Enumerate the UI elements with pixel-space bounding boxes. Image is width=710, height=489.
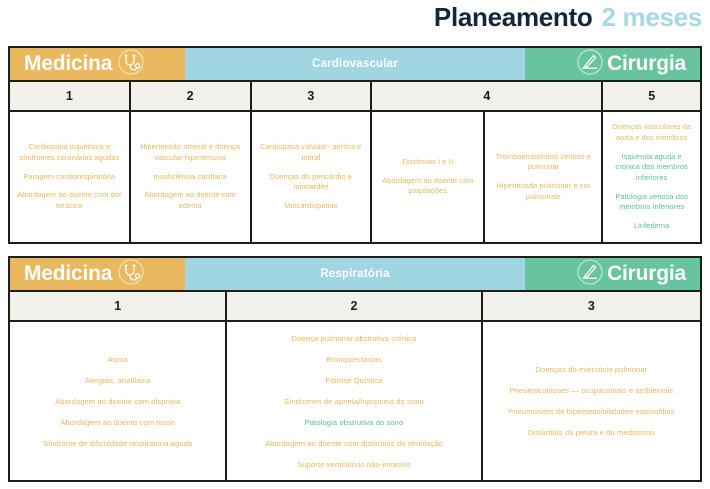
topic-item: Doenças do interstício pulmonar bbox=[535, 365, 648, 374]
banner-medicine-label: Medicina bbox=[24, 52, 113, 75]
banner-surgery-respiratoria: Cirurgia bbox=[525, 258, 700, 290]
topic-item: Patologia obstrutiva do sono bbox=[304, 417, 404, 427]
topic-item: Linfedema bbox=[633, 221, 670, 231]
week-number-cell-2: 2 bbox=[131, 82, 252, 110]
topic-cell: Disritmias I e II Abordagem ao doente com… bbox=[372, 112, 486, 242]
topic-item: Tromboembolismo venoso e pulmonar bbox=[495, 151, 592, 172]
scalpel-icon bbox=[577, 48, 603, 80]
topic-item: Abordagem ao doente com palpitações bbox=[382, 175, 474, 196]
topic-item: Cardiopatia valvular- aórtica e mitral bbox=[260, 142, 362, 162]
week-number-cell-1: 1 bbox=[10, 292, 228, 320]
banner-medicine-cardiovascular: Medicina bbox=[10, 48, 185, 80]
planner-table-cardiovascular: Medicina Cardiovascular bbox=[8, 46, 702, 244]
week-number-cell-3: 3 bbox=[587, 299, 595, 313]
topic-item: Doenças do pericárdio e miocardite bbox=[269, 171, 353, 192]
banner-surgery-label: Cirurgia bbox=[607, 52, 686, 75]
week-number-cell-4: 4 bbox=[372, 82, 604, 110]
topic-item: Abordagem ao doente com dor torácica bbox=[17, 190, 122, 211]
week-number-cell-3: 3 bbox=[252, 82, 373, 110]
banner-cardiovascular: Medicina Cardiovascular bbox=[10, 48, 700, 82]
banner-medicine-label: Medicina bbox=[24, 262, 113, 285]
topic-item: Distúrbios da pleura e do mediastino bbox=[527, 428, 655, 437]
page-title-main: Planeamento bbox=[433, 2, 593, 32]
topic-item: Hipertensão arterial e doença vascular h… bbox=[140, 142, 241, 162]
topic-item: Insuficiência cardíaca bbox=[153, 171, 227, 181]
topic-cell: Cardiopatia isquémica e síndromes coroná… bbox=[10, 112, 131, 242]
topic-row-cardiovascular: Cardiopatia isquémica e síndromes coroná… bbox=[10, 112, 700, 242]
banner-surgery-label: Cirurgia bbox=[607, 262, 686, 285]
topic-item: Alergias, anafilaxia bbox=[84, 375, 151, 385]
topic-item: Pneumoconioses — ocupacionais e ambienta… bbox=[509, 386, 674, 395]
scalpel-icon bbox=[577, 258, 603, 290]
banner-surgery-cardiovascular: Cirurgia bbox=[525, 48, 700, 80]
topic-item: Asma bbox=[107, 354, 128, 364]
topic-item: Fibrose Quística bbox=[325, 375, 383, 385]
stethoscope-icon bbox=[118, 48, 144, 80]
week-number-cell-5: 5 bbox=[648, 89, 656, 103]
banner-respiratoria: Medicina Respiratória bbox=[10, 258, 700, 292]
topic-item: Doenças vasculares da aorta e dos membro… bbox=[612, 122, 692, 142]
topic-cell: Hipertensão arterial e doença vascular h… bbox=[130, 112, 252, 242]
planner-table-respiratoria: Medicina Respiratória bbox=[8, 256, 702, 482]
week-number-cell-1: 1 bbox=[10, 82, 131, 110]
page-title-accent: 2 meses bbox=[601, 2, 702, 32]
topic-item: Pneumonites de hipersensibilidadee eosin… bbox=[508, 407, 675, 416]
topic-item: Disritmias I e II bbox=[402, 156, 454, 166]
topic-cell: Doenças vasculares da aorta e dos membro… bbox=[603, 112, 700, 242]
topic-item: Isquemia aguda e crónica dos membros inf… bbox=[615, 151, 688, 182]
topic-item: Abordagem ao doente com distúrbios da ve… bbox=[265, 438, 443, 448]
topic-item: Abordagem ao doente com dispneia bbox=[55, 396, 181, 406]
topic-item: Patologia venosa dos membros inferiores bbox=[615, 191, 689, 212]
banner-medicine-respiratoria: Medicina bbox=[10, 258, 185, 290]
week-number-cell-2: 2 bbox=[227, 292, 483, 320]
topic-item: Bronquiectasias bbox=[326, 354, 382, 364]
topic-item: Abordagem ao doente com tosse bbox=[60, 417, 176, 427]
topic-item: Síndrome de dificuldade respiratória agu… bbox=[42, 438, 193, 448]
page-title: Planeamento 2 meses bbox=[434, 2, 702, 33]
topic-item: Miocardiopatias bbox=[284, 201, 338, 211]
topic-item: Hipertensão pulmonar e cor pulmonale bbox=[496, 181, 591, 201]
banner-center-label-cardiovascular: Cardiovascular bbox=[312, 58, 398, 70]
topic-item: Suporte ventilatório não-invasivo bbox=[297, 459, 411, 469]
topic-item: Síndromes de apneia/hipopneia do sono bbox=[283, 396, 425, 406]
topic-item: Abordagem ao doente com edema bbox=[144, 190, 236, 211]
topic-item: Cardiopatia isquémica e síndromes coroná… bbox=[19, 142, 120, 162]
stethoscope-icon bbox=[118, 258, 144, 290]
banner-center-label-respiratoria: Respiratória bbox=[320, 268, 390, 280]
topic-item: Doença pulmonar obstrutiva crónica bbox=[291, 333, 417, 343]
topic-item: Paragem cardiorespiratória bbox=[23, 171, 116, 181]
